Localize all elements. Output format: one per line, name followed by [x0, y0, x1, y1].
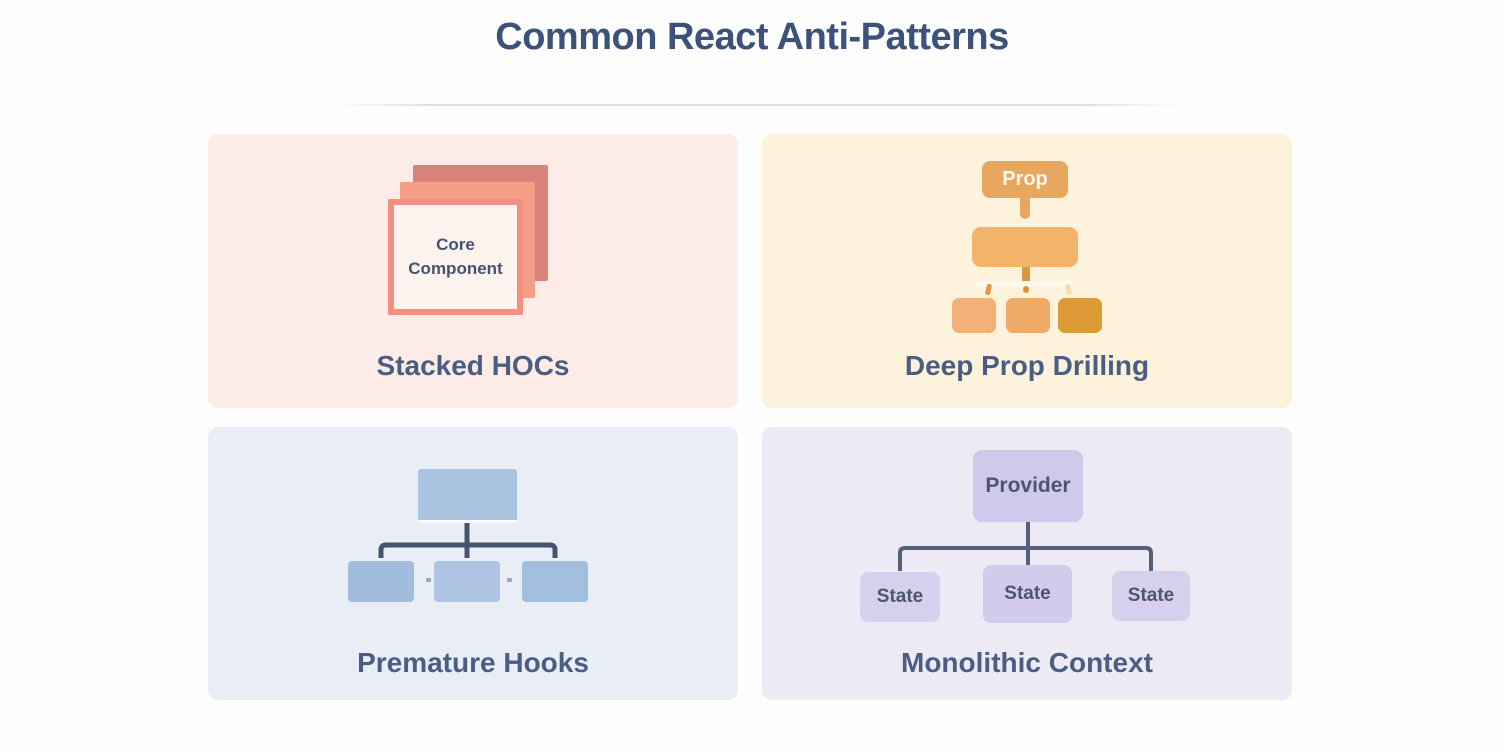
prop-branch-tick-center: [1023, 286, 1029, 293]
state-node-label: State: [1127, 585, 1175, 606]
page-title: Common React Anti-Patterns: [495, 16, 1009, 58]
state-node: State: [1112, 571, 1190, 621]
prop-child-node: [952, 298, 996, 333]
state-node-label: State: [876, 586, 924, 607]
panel-monolithic-context: Provider State State State Monolithic Co…: [762, 427, 1292, 700]
prop-connector-stub-2: [1022, 267, 1030, 282]
panel-premature-hooks: Premature Hooks: [208, 427, 738, 700]
panel-label-stacked-hocs: Stacked HOCs: [376, 350, 570, 381]
prop-middle-node: [972, 227, 1078, 267]
prop-connector-stub: [1020, 197, 1030, 219]
prop-child-node: [1058, 298, 1102, 333]
prop-node-label: Prop: [1002, 168, 1048, 190]
hooks-child-node: [434, 561, 500, 602]
panel-label-premature-hooks: Premature Hooks: [357, 647, 589, 678]
state-node: State: [860, 572, 940, 622]
panel-deep-prop-drilling: Prop Deep Prop Drilling: [762, 134, 1292, 408]
prop-node: Prop: [982, 161, 1068, 198]
state-node-label: State: [1004, 583, 1051, 604]
title-divider: [335, 104, 1180, 106]
panel-label-monolithic-context: Monolithic Context: [901, 647, 1153, 678]
panel-stacked-hocs: Core Component Stacked HOCs: [208, 134, 738, 408]
panel-label-deep-prop-drilling: Deep Prop Drilling: [904, 350, 1150, 381]
stack-square-front: Core Component: [388, 199, 523, 315]
provider-node-label: Provider: [985, 474, 1071, 497]
prop-child-node: [1006, 298, 1050, 333]
provider-node: Provider: [973, 450, 1083, 522]
state-node: State: [983, 565, 1072, 623]
prop-branch-bar: [976, 281, 1074, 287]
prop-branch-tick-left: [984, 283, 993, 296]
context-tree-connectors: [898, 522, 1153, 571]
hooks-dot-separator: [426, 578, 431, 582]
core-component-label: Core Component: [408, 235, 503, 278]
hooks-dot-separator: [507, 578, 512, 582]
hooks-child-node: [522, 561, 588, 602]
hooks-tree-connectors: [378, 520, 558, 558]
hooks-parent-node: [418, 469, 517, 523]
hooks-child-node: [348, 561, 414, 602]
